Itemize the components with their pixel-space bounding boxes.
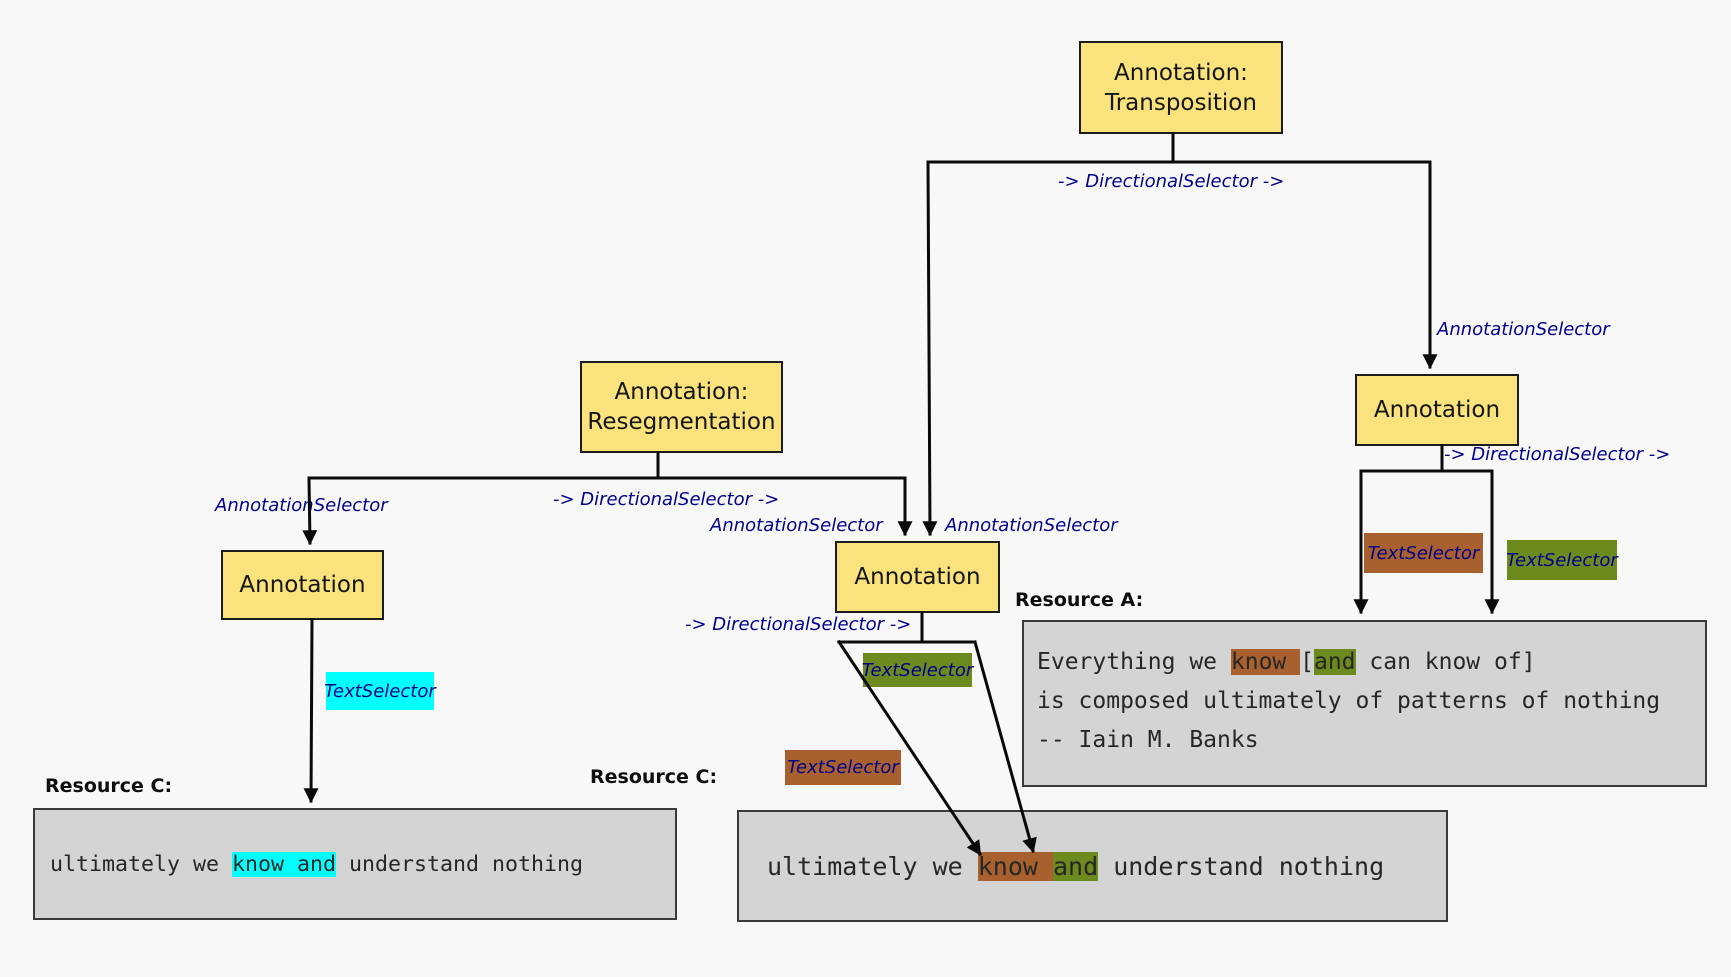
node-transposition-line1: Annotation:	[1114, 59, 1248, 86]
edge-label-mid-right-annotationselector: AnnotationSelector	[945, 515, 1118, 536]
resource-a-line-1: Everything we know [and can know of]	[1037, 649, 1536, 675]
node-transposition: Annotation: Transposition	[1079, 41, 1283, 134]
node-annotation-middle-label: Annotation	[854, 564, 981, 590]
node-annotation-middle: Annotation	[835, 541, 1000, 613]
textselector-chip-olive-right: TextSelector	[1506, 540, 1618, 580]
edge-label-reseg-directional: -> DirectionalSelector ->	[553, 489, 780, 510]
resource-c-left-line: ultimately we know and understand nothin…	[50, 851, 584, 877]
resource-c-mid-title: Resource C:	[590, 766, 718, 788]
textselector-chip-olive-mid: TextSelector	[862, 653, 973, 687]
node-transposition-line2: Transposition	[1105, 89, 1257, 116]
edge-left-annotation-to-resource	[303, 618, 319, 804]
resource-a-title: Resource A:	[1015, 589, 1144, 611]
node-resegmentation-line1: Annotation:	[614, 379, 749, 405]
edge-middle-to-know	[836, 639, 983, 857]
edge-label-right-directional: -> DirectionalSelector ->	[1444, 444, 1671, 465]
edge-label-mid-left-annotationselector: AnnotationSelector	[710, 515, 883, 536]
resource-a-box: Everything we know [and can know of] is …	[1022, 620, 1707, 787]
edge-transposition-to-middle	[922, 161, 938, 537]
textselector-chip-sienna-right: TextSelector	[1364, 533, 1483, 573]
resource-c-mid-line: ultimately we know and understand nothin…	[767, 851, 1385, 881]
resource-c-left-title: Resource C:	[45, 775, 173, 797]
node-annotation-left-label: Annotation	[239, 572, 366, 598]
node-annotation-right: Annotation	[1355, 374, 1519, 446]
node-resegmentation-line2: Resegmentation	[587, 409, 776, 435]
edge-label-top-directional: -> DirectionalSelector ->	[1058, 171, 1285, 192]
node-resegmentation: Annotation: Resegmentation	[580, 361, 783, 453]
textselector-chip-sienna-mid: TextSelector	[785, 750, 901, 785]
node-annotation-left: Annotation	[221, 550, 384, 620]
resource-c-left-box: ultimately we know and understand nothin…	[33, 808, 677, 920]
resource-a-line-3: -- Iain M. Banks	[1037, 727, 1259, 753]
edge-label-mid-directional: -> DirectionalSelector ->	[685, 614, 912, 635]
resource-a-line-2: is composed ultimately of patterns of no…	[1037, 688, 1661, 714]
textselector-chip-cyan: TextSelector	[324, 672, 436, 710]
edge-middle-to-and	[973, 640, 1037, 854]
edge-label-right-annotationselector: AnnotationSelector	[1437, 319, 1610, 340]
node-annotation-right-label: Annotation	[1373, 397, 1501, 423]
edge-resegmentation-to-left	[302, 477, 318, 546]
resource-c-mid-box: ultimately we know and understand nothin…	[737, 810, 1448, 922]
edge-label-left-annotationselector: AnnotationSelector	[215, 495, 388, 516]
